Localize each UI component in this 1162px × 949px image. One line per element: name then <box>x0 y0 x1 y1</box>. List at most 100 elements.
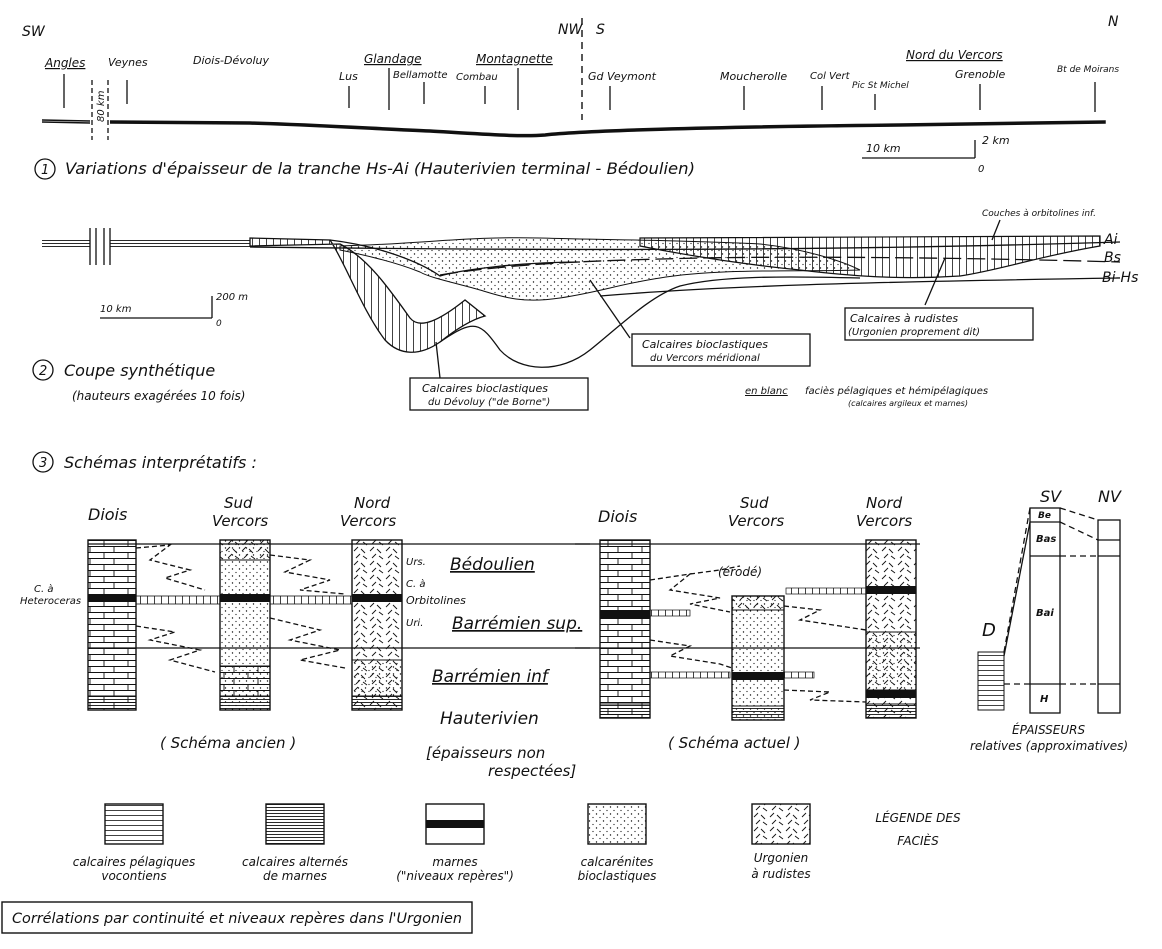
left-strip <box>110 238 250 247</box>
gap-marker: 80 km <box>91 80 109 140</box>
label-devoluy-box <box>409 377 589 411</box>
left-side-1: C. à <box>34 583 53 595</box>
col-nord-1: Nord <box>354 494 391 512</box>
stage-bedoulien: Bédoulien <box>450 555 535 575</box>
sv-column <box>1029 507 1061 714</box>
label-bihs: Bi-Hs <box>1102 270 1138 286</box>
stage-barremien-inf: Barrémien inf <box>432 667 551 687</box>
site-label: Lus <box>339 70 358 83</box>
s2-scale-h: 10 km <box>100 304 132 315</box>
column-diois-actuel <box>599 539 651 719</box>
legend-label: ("niveaux repères") <box>396 869 514 883</box>
section2-heading: 2 Coupe synthétique (hauteurs exagérées … <box>32 359 245 403</box>
section3-title: Schémas interprétatifs : <box>64 453 257 472</box>
erode-label: (érodé) <box>718 565 762 579</box>
thickness-diagram: SV NV D Be Bas Bai H ÉPAISSEURS relative… <box>970 487 1128 753</box>
thick-be: Be <box>1038 511 1051 521</box>
label-vercors-2: du Vercors méridional <box>650 352 760 364</box>
section2-subtitle: (hauteurs exagérées 10 fois) <box>72 389 245 403</box>
col-nord-2-1: Nord <box>866 494 903 512</box>
schema-actuel-label: ( Schéma actuel ) <box>668 734 801 752</box>
stage-labels: Bédoulien Barrémien sup. Barrémien inf H… <box>426 555 582 780</box>
label-rudistes-box <box>844 307 1034 341</box>
schema-ancien: Diois Sud Vercors Nord Vercors C. à Hete <box>20 494 590 752</box>
basin-envelope <box>439 276 861 368</box>
col-diois-2: Diois <box>598 507 637 526</box>
label-bs: Bs <box>1104 250 1121 266</box>
legend-label: vocontiens <box>101 869 166 883</box>
site-label: Bellamotte <box>393 70 448 81</box>
blanc-text-2: (calcaires argileux et marnes) <box>848 399 968 408</box>
mid-urs: Urs. <box>406 557 426 568</box>
site-label: Combau <box>456 72 498 83</box>
legend-label: calcaires alternés <box>242 855 348 869</box>
compass-nw: NW <box>558 22 583 38</box>
gap-label: 80 km <box>96 90 107 122</box>
stage-barremien-sup: Barrémien sup. <box>452 614 582 634</box>
devoluy-body <box>249 237 487 353</box>
profile-scale: 10 km 2 km 0 <box>862 134 1010 175</box>
scale-h-label: 10 km <box>866 142 901 155</box>
legend-swatch-alternes <box>265 803 325 845</box>
thick-caption-1: ÉPAISSEURS <box>1012 722 1085 737</box>
label-devoluy-1: Calcaires bioclastiques <box>422 382 548 395</box>
legend-swatch-urgonien <box>751 803 811 845</box>
compass-sw: SW <box>22 24 46 40</box>
thick-bai: Bai <box>1036 608 1054 619</box>
figure-caption: Corrélations par continuité et niveaux r… <box>1 901 473 934</box>
left-strip <box>42 238 90 247</box>
col-sud-2-2: Vercors <box>728 512 784 530</box>
schema-ancien-label: ( Schéma ancien ) <box>160 734 296 752</box>
col-sud-1: Sud <box>224 494 253 512</box>
scale-v-label: 2 km <box>982 134 1010 147</box>
site-label: Nord du Vercors <box>906 48 1003 62</box>
site-label: Glandage <box>364 52 422 66</box>
col-sud-2-1: Sud <box>740 494 769 512</box>
thick-nv: NV <box>1098 487 1122 506</box>
schema-actuel: Diois Sud Vercors Nord Vercors (é <box>575 494 920 752</box>
legend-swatch-calcarenites <box>587 803 647 845</box>
legend-label: bioclastiques <box>578 869 657 883</box>
s2-scale-v: 200 m <box>216 292 248 303</box>
site-label: Angles <box>44 56 85 70</box>
label-rudistes-1: Calcaires à rudistes <box>850 312 958 325</box>
legend: calcaires pélagiques vocontiens calcaire… <box>73 803 961 883</box>
top-profile: SW NW S N Angles Veynes Diois-Dévoluy Lu… <box>22 14 1119 175</box>
legend-label: Urgonien <box>754 851 809 865</box>
thick-bas: Bas <box>1036 534 1056 545</box>
site-label: Montagnette <box>476 52 553 66</box>
section1-number: 1 <box>41 163 49 178</box>
caption-box <box>1 901 473 934</box>
legend-title-2: FACIÈS <box>897 833 939 848</box>
label-orbitolines: Couches à orbitolines inf. <box>982 209 1096 219</box>
legend-swatch-pelagic <box>104 803 164 845</box>
blanc-text-1: faciès pélagiques et hémipélagiques <box>805 385 988 397</box>
site-label: Grenoble <box>955 68 1006 81</box>
legend-label: de marnes <box>263 869 327 883</box>
compass-s: S <box>596 22 605 38</box>
site-label: Gd Veymont <box>588 70 657 83</box>
label-vercors-box <box>631 333 811 367</box>
thickness-profile <box>41 119 1106 138</box>
label-rudistes-2: (Urgonien proprement dit) <box>848 327 980 338</box>
section3-heading: 3 Schémas interprétatifs : <box>32 451 257 473</box>
site-label: Veynes <box>108 56 148 69</box>
section1-heading: 1 Variations d'épaisseur de la tranche H… <box>34 158 695 180</box>
col-sud-2: Vercors <box>212 512 268 530</box>
mid-orbitolines: Orbitolines <box>406 594 466 607</box>
column-diois <box>87 539 137 711</box>
mid-ca: C. à <box>406 578 425 590</box>
legend-label: marnes <box>432 855 477 869</box>
nv-column <box>1097 519 1121 714</box>
label-devoluy-2: du Dévoluy ("de Borne") <box>428 396 550 408</box>
site-ticks <box>63 68 1096 112</box>
legend-label: calcarénites <box>581 855 654 869</box>
site-label: Bt de Moirans <box>1057 65 1119 75</box>
note-1: [épaisseurs non <box>426 744 545 762</box>
d-column <box>977 651 1005 711</box>
legend-label: calcaires pélagiques <box>73 855 195 869</box>
stage-hauterivien: Hauterivien <box>440 709 539 729</box>
section2-title: Coupe synthétique <box>64 361 215 380</box>
blanc-key: en blanc <box>745 386 788 397</box>
